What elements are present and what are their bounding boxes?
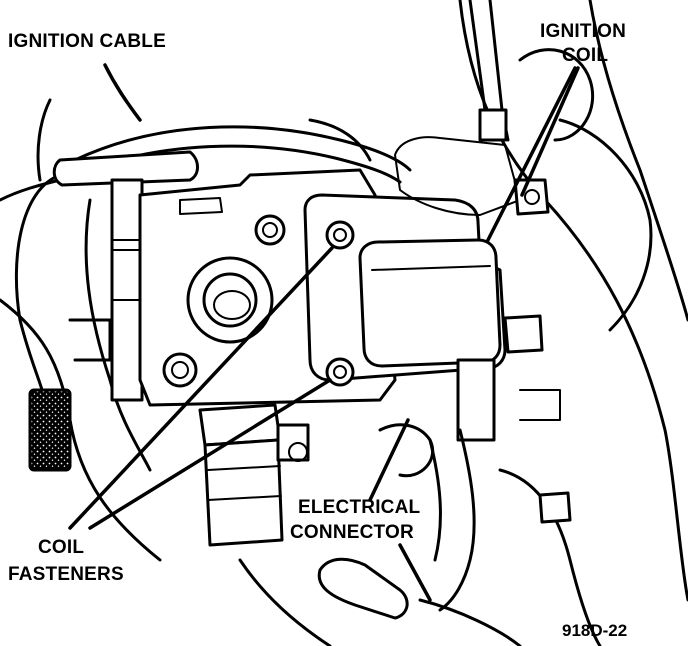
electrical-connector — [198, 403, 572, 620]
labels: IGNITION CABLE IGNITION COIL COIL FASTEN… — [8, 21, 627, 640]
label-ignition-coil-line2: COIL — [562, 45, 608, 66]
figure-code: 918D-22 — [562, 621, 627, 640]
label-electrical-connector-line2: CONNECTOR — [290, 522, 414, 543]
label-ignition-cable: IGNITION CABLE — [8, 31, 166, 52]
leader-lines — [68, 63, 580, 602]
label-ignition-coil-line1: IGNITION — [540, 21, 626, 42]
label-electrical-connector-line1: ELECTRICAL — [298, 497, 421, 518]
label-coil-fasteners-line2: FASTENERS — [8, 564, 124, 585]
ignition-cable — [14, 98, 412, 472]
ignition-coil — [303, 0, 550, 442]
label-coil-fasteners-line1: COIL — [38, 537, 84, 558]
